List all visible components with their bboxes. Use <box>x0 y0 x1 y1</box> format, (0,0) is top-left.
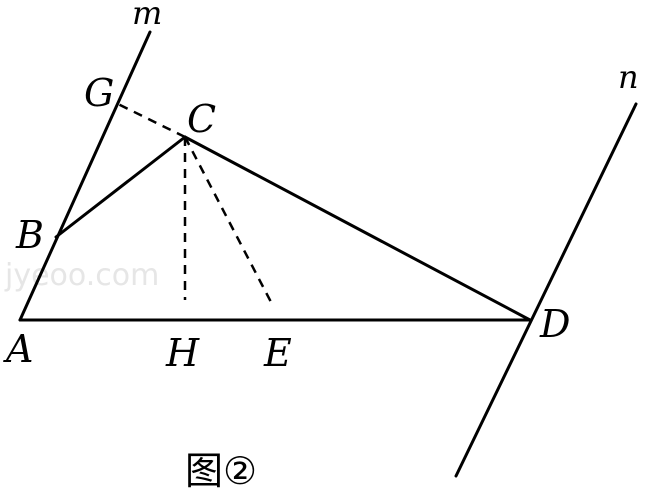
figure-caption: 图② <box>185 449 257 493</box>
label-point-B: B <box>15 213 44 257</box>
label-point-G: G <box>84 71 114 115</box>
label-point-H: H <box>165 331 200 375</box>
label-line-n: n <box>618 58 639 96</box>
watermark: jyeoo.com <box>4 258 159 293</box>
label-point-C: C <box>187 97 216 141</box>
label-line-m: m <box>132 0 162 32</box>
label-point-E: E <box>263 331 292 375</box>
line-n <box>454 102 638 478</box>
dashed-CG <box>117 102 186 139</box>
label-point-D: D <box>539 302 570 346</box>
segment-CD <box>183 135 532 322</box>
label-point-A: A <box>3 327 33 371</box>
segment-BC <box>54 135 187 239</box>
dashed-CE <box>183 136 274 305</box>
line-m <box>18 30 152 322</box>
